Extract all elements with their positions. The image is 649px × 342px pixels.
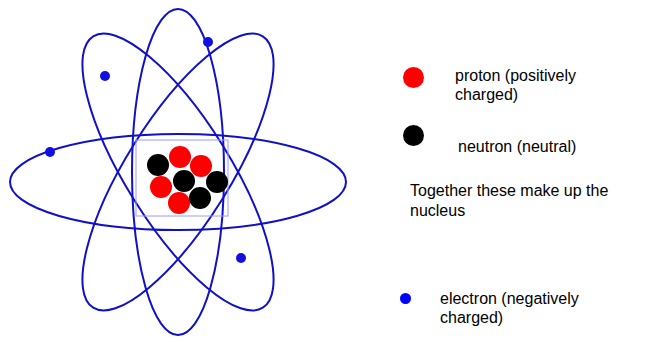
- note-label: Together these make up the nucleus: [410, 181, 640, 221]
- proton: [169, 146, 191, 168]
- proton: [190, 155, 212, 177]
- electron-orbit: [10, 134, 346, 230]
- electron-orbit: [132, 9, 224, 335]
- legend-swatch: [403, 125, 424, 146]
- electron: [236, 253, 246, 263]
- electron: [100, 71, 110, 81]
- legend-text: neutron (neutral): [458, 137, 643, 156]
- nucleus-outline: [136, 140, 228, 216]
- legend-text: electron (negatively charged): [440, 289, 645, 327]
- nucleus: [147, 146, 228, 214]
- proton: [150, 176, 172, 198]
- legend-swatch: [400, 293, 411, 304]
- electron: [45, 147, 55, 157]
- proton: [168, 192, 190, 214]
- electron-orbit: [49, 9, 307, 335]
- neutron: [206, 171, 228, 193]
- legend-text: proton (positively charged): [455, 66, 635, 104]
- neutron: [189, 187, 211, 209]
- electron: [203, 37, 213, 47]
- neutron: [173, 170, 195, 192]
- electron-orbit: [49, 9, 307, 335]
- legend-swatch: [403, 67, 424, 88]
- neutron: [147, 154, 169, 176]
